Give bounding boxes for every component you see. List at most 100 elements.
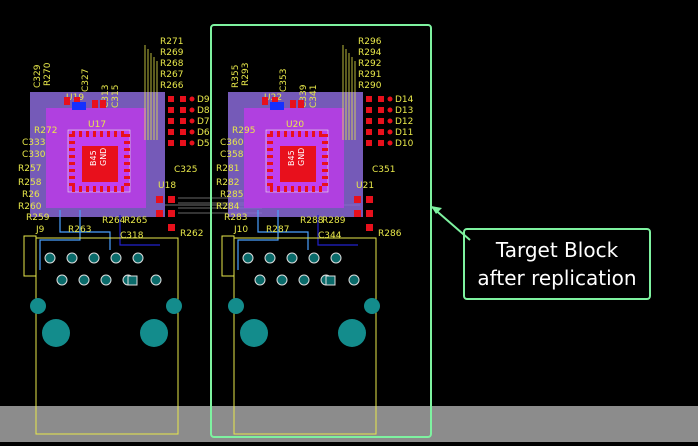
qfn-pin (86, 131, 89, 137)
qfn-pin (319, 186, 322, 192)
ref-label-R293: R293 (241, 63, 251, 86)
qfn-pin (69, 169, 75, 172)
connector-tab (221, 235, 235, 277)
qfn-pin (100, 186, 103, 192)
led-pad (378, 107, 384, 113)
pad (272, 97, 278, 105)
qfn-pin (100, 131, 103, 137)
ref-label-C351: C351 (372, 165, 395, 175)
qfn-pin (114, 131, 117, 137)
ref-label-R295: R295 (232, 126, 255, 136)
qfn-pin (291, 186, 294, 192)
ref-label-R270: R270 (43, 62, 53, 86)
qfn-pin (121, 186, 124, 192)
ref-label-C339: C339 (299, 84, 309, 108)
qfn-pin (69, 141, 75, 144)
ref-label-U18: U18 (158, 181, 176, 191)
led-pad (366, 107, 372, 113)
qfn-pin (124, 141, 130, 144)
qfn-pin (298, 186, 301, 192)
led-pad (180, 118, 186, 124)
ref-label-R271: R271 (160, 37, 183, 47)
ref-label-C329: C329 (33, 64, 43, 88)
qfn-pin (267, 183, 273, 186)
ref-label-R264: R264 (102, 216, 126, 226)
pin-via (56, 274, 68, 286)
pin-via (276, 274, 288, 286)
mount-via (166, 298, 182, 314)
callout-line-2: after replication (477, 266, 637, 290)
led-dot (387, 107, 393, 113)
ref-label-D12: D12 (395, 117, 413, 127)
callout-box: Target Block after replication (463, 228, 651, 300)
qfn-pin (124, 162, 130, 165)
ref-label-R269: R269 (160, 48, 184, 58)
pin-square (127, 275, 138, 286)
qfn-pin (322, 162, 328, 165)
pin-via (132, 252, 144, 264)
led-pad (366, 118, 372, 124)
qfn-pin (69, 134, 75, 137)
qfn-pin (121, 131, 124, 137)
qfn-pin (69, 183, 75, 186)
ref-label-C341: C341 (309, 85, 319, 108)
led-pad (168, 140, 174, 146)
led-dot (387, 96, 393, 102)
connector-outline (35, 237, 179, 435)
ref-label-R294: R294 (358, 48, 382, 58)
qfn-pin (267, 148, 273, 151)
qfn-pin (322, 169, 328, 172)
ref-label-R287: R287 (266, 225, 289, 235)
led-pad (168, 118, 174, 124)
pin-via (78, 274, 90, 286)
ref-label-R262: R262 (180, 229, 203, 239)
ref-label-R259: R259 (26, 213, 50, 223)
chip-text: B45 (89, 150, 98, 166)
ref-label-R26: R26 (22, 190, 40, 200)
qfn-pin (69, 148, 75, 151)
ref-label-R291: R291 (358, 70, 381, 80)
connector-tab (23, 235, 37, 277)
qfn-pin (305, 131, 308, 137)
qfn-pin (267, 162, 273, 165)
net-trace (39, 210, 81, 270)
qfn-pin (284, 131, 287, 137)
pad (168, 210, 175, 217)
qfn-pin (267, 169, 273, 172)
pad (92, 100, 98, 108)
ref-label-C313: C313 (101, 85, 111, 108)
pad (64, 97, 70, 105)
mount-via (364, 298, 380, 314)
component-body (270, 102, 284, 110)
qfn-pin (267, 176, 273, 179)
chip-text: GND (99, 148, 108, 166)
led-dot (189, 129, 195, 135)
pad (156, 210, 163, 217)
led-pad (180, 140, 186, 146)
ref-label-D5: D5 (197, 139, 210, 149)
ref-label-D7: D7 (197, 117, 210, 127)
ref-label-D14: D14 (395, 95, 414, 105)
led-pad (378, 129, 384, 135)
ref-label-C315: C315 (111, 85, 121, 108)
qfn-pin (124, 134, 130, 137)
ref-label-R355: R355 (231, 65, 241, 88)
qfn-pad (280, 146, 316, 182)
ref-label-D8: D8 (197, 106, 210, 116)
qfn-pin (69, 155, 75, 158)
qfn-pin (277, 131, 280, 137)
ref-label-C360: C360 (220, 138, 244, 148)
mount-hole (140, 319, 168, 347)
qfn-pin (124, 155, 130, 158)
target-selection-box[interactable] (210, 24, 432, 438)
ref-label-R292: R292 (358, 59, 381, 69)
led-pad (378, 118, 384, 124)
qfn-pin (124, 148, 130, 151)
qfn-pin (107, 186, 110, 192)
pad (262, 97, 268, 105)
ref-label-D9: D9 (197, 95, 210, 105)
ref-label-R296: R296 (358, 37, 382, 47)
ref-label-C358: C358 (220, 150, 244, 160)
